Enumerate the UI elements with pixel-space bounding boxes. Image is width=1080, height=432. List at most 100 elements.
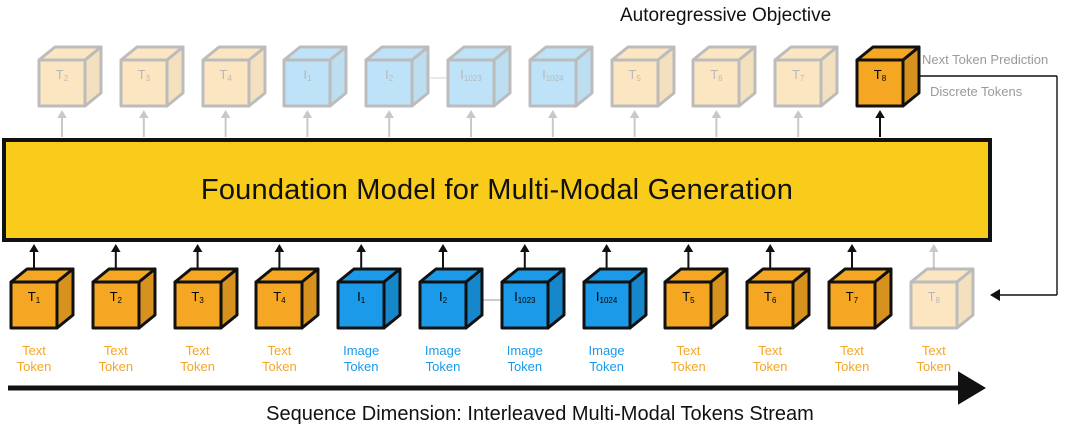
caption-line: Image: [424, 343, 462, 358]
token-label: T5: [682, 289, 695, 305]
input-arrowhead: [29, 244, 39, 252]
caption-line: Token: [343, 359, 379, 374]
input-arrowhead: [601, 244, 612, 252]
output-arrowhead: [875, 110, 885, 118]
output-token-cube: T7: [771, 44, 841, 108]
input-arrowhead: [683, 244, 694, 252]
output-arrowhead: [220, 110, 231, 118]
output-arrowhead: [57, 110, 67, 118]
input-arrowhead: [520, 244, 530, 252]
input-token-cube: T5: [661, 266, 731, 330]
token-label: T4: [273, 289, 286, 305]
caption-line: Token: [16, 359, 52, 374]
token-label: T7: [791, 67, 805, 83]
foundation-model-box: Foundation Model for Multi-Modal Generat…: [2, 138, 992, 242]
output-token-cube: T2: [35, 44, 105, 108]
output-token-cube: T6: [689, 44, 759, 108]
token-label: T2: [109, 289, 122, 305]
output-arrowhead: [793, 110, 803, 118]
output-arrowhead: [384, 110, 394, 118]
discrete-tokens-label: Discrete Tokens: [930, 84, 1023, 99]
output-token-cube: I1: [280, 44, 350, 108]
caption-line: Image: [506, 343, 543, 358]
output-arrowhead: [466, 110, 476, 118]
output-token-cube: I2: [362, 44, 432, 108]
caption-line: Token: [262, 359, 297, 374]
sequence-arrowhead: [958, 371, 986, 405]
input-arrowhead: [438, 244, 448, 252]
input-arrowhead: [765, 244, 775, 252]
input-token-cube: T2: [89, 266, 159, 330]
caption-line: Image: [588, 343, 625, 358]
token-label: T2: [55, 67, 69, 83]
token-label: I1024: [595, 289, 618, 305]
token-label: I1024: [542, 67, 564, 83]
caption-line: Text: [676, 343, 701, 358]
output-arrowhead: [711, 110, 722, 118]
caption-line: Text: [22, 343, 46, 358]
input-arrowhead: [356, 244, 366, 252]
input-arrowhead: [929, 244, 939, 252]
caption-line: Token: [834, 359, 870, 374]
output-token-cube: I1023: [444, 44, 514, 108]
caption-line: Text: [267, 343, 292, 358]
input-arrowhead: [274, 244, 285, 252]
output-arrowhead: [302, 110, 313, 118]
objective-title: Autoregressive Objective: [620, 5, 832, 26]
token-label: I2: [438, 289, 448, 305]
token-label: I1: [303, 67, 312, 83]
token-label: I1023: [514, 289, 536, 305]
output-arrowhead: [139, 110, 149, 118]
token-label: T7: [845, 289, 859, 305]
output-arrowhead: [629, 110, 640, 118]
output-token-cube: T3: [117, 44, 187, 108]
input-arrowhead: [192, 244, 203, 252]
token-label: I1: [357, 289, 366, 305]
input-token-cube: I2: [416, 266, 486, 330]
caption-line: Token: [507, 359, 543, 374]
model-title: Foundation Model for Multi-Modal Generat…: [200, 173, 794, 206]
token-label: T5: [628, 67, 641, 83]
output-token-cube: T5: [608, 44, 678, 108]
caption-line: Text: [758, 343, 783, 358]
input-token-cube: T4: [252, 266, 322, 330]
sequence-label: Sequence Dimension: Interleaved Multi-Mo…: [266, 403, 814, 425]
input-token-cube: T7: [825, 266, 895, 330]
output-token-cube: I1024: [526, 44, 596, 108]
input-token-cube: T3: [171, 266, 241, 330]
input-token-cube: T8: [907, 266, 977, 330]
next-token-label: Next Token Prediction: [922, 52, 1049, 67]
input-arrowhead: [847, 244, 857, 252]
caption-line: Text: [921, 343, 946, 358]
token-label: I1023: [460, 67, 482, 83]
caption-line: Token: [589, 359, 624, 374]
caption-line: Token: [916, 359, 952, 374]
token-label: I2: [385, 67, 394, 83]
caption-line: Token: [425, 359, 461, 374]
token-label: T3: [137, 67, 150, 83]
output-token-cube: T8: [853, 44, 923, 108]
caption-line: Text: [840, 343, 864, 358]
input-token-cube: T1: [7, 266, 77, 330]
caption-line: Token: [752, 359, 788, 374]
caption-line: Text: [185, 343, 210, 358]
output-token-cube: T4: [199, 44, 269, 108]
token-label: T3: [191, 289, 204, 305]
caption-line: Token: [180, 359, 215, 374]
input-token-cube: I1: [334, 266, 404, 330]
input-token-cube: I1024: [580, 266, 650, 330]
caption-line: Token: [671, 359, 706, 374]
token-label: T8: [873, 67, 887, 83]
input-arrowhead: [111, 244, 121, 252]
caption-line: Token: [98, 359, 134, 374]
